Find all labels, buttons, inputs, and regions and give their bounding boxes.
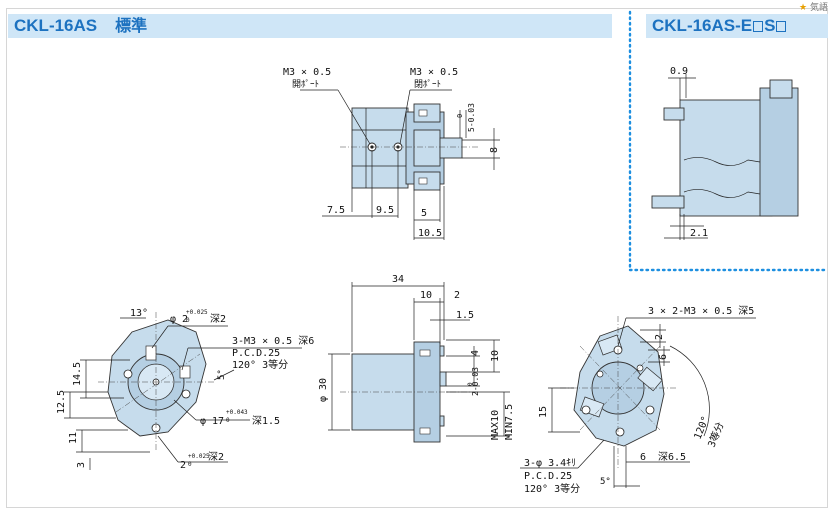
top-port-right-thread: M3 × 0.5 (410, 67, 458, 78)
top-dim-9-5: 9.5 (376, 205, 394, 216)
top-dim-7-5: 7.5 (327, 205, 345, 216)
rear-view (520, 316, 756, 488)
front-dim-3: 3 (76, 462, 87, 468)
front-phi17-depth: 深1.5 (252, 415, 280, 427)
option-dim-2-1: 2.1 (690, 228, 708, 239)
rear-dim-2: 2 (654, 334, 665, 340)
front-ang-5: 5° (217, 369, 227, 380)
top-dim-10-5: 10.5 (418, 228, 442, 239)
front-phi2-tol: +0.025 (186, 309, 208, 316)
rear-dim-6b: 6 (640, 452, 646, 463)
front-pcd: P.C.D.25 (232, 348, 280, 359)
star-icon: ★ (799, 3, 808, 13)
front-phi2-hole: φ 2 (170, 314, 188, 325)
front-bottom-hole: 2 (180, 460, 186, 471)
front-dim-14-5: 14.5 (72, 362, 83, 386)
top-dim-5: 5 (421, 208, 427, 219)
option-box-symbol (753, 21, 764, 32)
front-phi2-tol0: 0 (186, 317, 190, 324)
side-min7-5: MIN7.5 (504, 404, 515, 440)
side-dim-34: 34 (392, 274, 404, 285)
option-dim-0-9: 0.9 (670, 66, 688, 77)
rear-equal2: 120° 3等分 (524, 482, 580, 495)
front-phi17-tol: +0.043 (226, 409, 248, 416)
side-dim-2: 2 (454, 290, 460, 301)
option-box-symbol-2 (776, 21, 787, 32)
side-max10: MAX10 (490, 410, 501, 440)
top-tol-zero: 0 (456, 114, 464, 118)
front-phi17: φ 17 (200, 416, 224, 427)
front-thread-3m3: 3-M3 × 0.5 深6 (232, 335, 314, 347)
front-phi2-depth: 深2 (210, 313, 226, 325)
side-view (328, 282, 510, 443)
side-model-header: CKL-16AS-E S (646, 14, 828, 38)
side-dim-2-tol: 2-0.03 (471, 367, 480, 396)
main-model-header: CKL-16AS 標準 (8, 14, 612, 38)
side-dim-1-5: 1.5 (456, 310, 474, 321)
top-port-left-thread: M3 × 0.5 (283, 67, 331, 78)
main-model-variant: 標準 (115, 16, 148, 35)
side-dim-10v: 10 (490, 350, 501, 362)
front-dim-11: 11 (68, 432, 79, 444)
side-dim-4: 4 (470, 350, 481, 356)
front-bottom-tol: +0.025 (188, 453, 210, 460)
front-phi17-tol0: 0 (226, 417, 230, 424)
side-dim-2-tol0: 0 (467, 382, 474, 386)
rear-dim-6: 6 (658, 354, 669, 360)
side-dim-10: 10 (420, 290, 432, 301)
rear-pcd: P.C.D.25 (524, 471, 572, 482)
option-side-view (651, 74, 799, 240)
side-phi30: φ 30 (318, 378, 329, 402)
front-dim-12-5: 12.5 (56, 390, 67, 414)
rear-depth: 深6.5 (658, 451, 686, 463)
rear-dim-15: 15 (538, 406, 549, 418)
front-ang-13: 13° (130, 308, 148, 319)
front-equal: 120° 3等分 (232, 358, 288, 371)
main-model-name: CKL-16AS (14, 16, 98, 35)
front-bottom-tol0: 0 (188, 461, 192, 468)
top-port-right-name: 閉ﾎﾟｰﾄ (414, 79, 441, 90)
corner-label: 気語 (809, 3, 828, 13)
side-model-prefix: CKL-16AS-E (652, 16, 753, 35)
option-region-border (628, 10, 828, 272)
top-tol-vertical: 5-0.03 (467, 103, 476, 132)
side-model-mid: S (764, 16, 776, 35)
rear-ang-5: 5° (600, 477, 611, 487)
top-dim-8: 8 (489, 147, 500, 153)
rear-holes: 3-φ 3.4ｷﾘ (524, 458, 576, 469)
front-bottom-depth: 深2 (208, 451, 224, 463)
rear-thread-top: 3 × 2-M3 × 0.5 深5 (648, 305, 754, 317)
top-view (300, 89, 500, 240)
front-view (64, 312, 302, 470)
top-port-left-name: 開ﾎﾟｰﾄ (292, 79, 319, 90)
corner-badge[interactable]: ★ 気語 (799, 0, 828, 13)
